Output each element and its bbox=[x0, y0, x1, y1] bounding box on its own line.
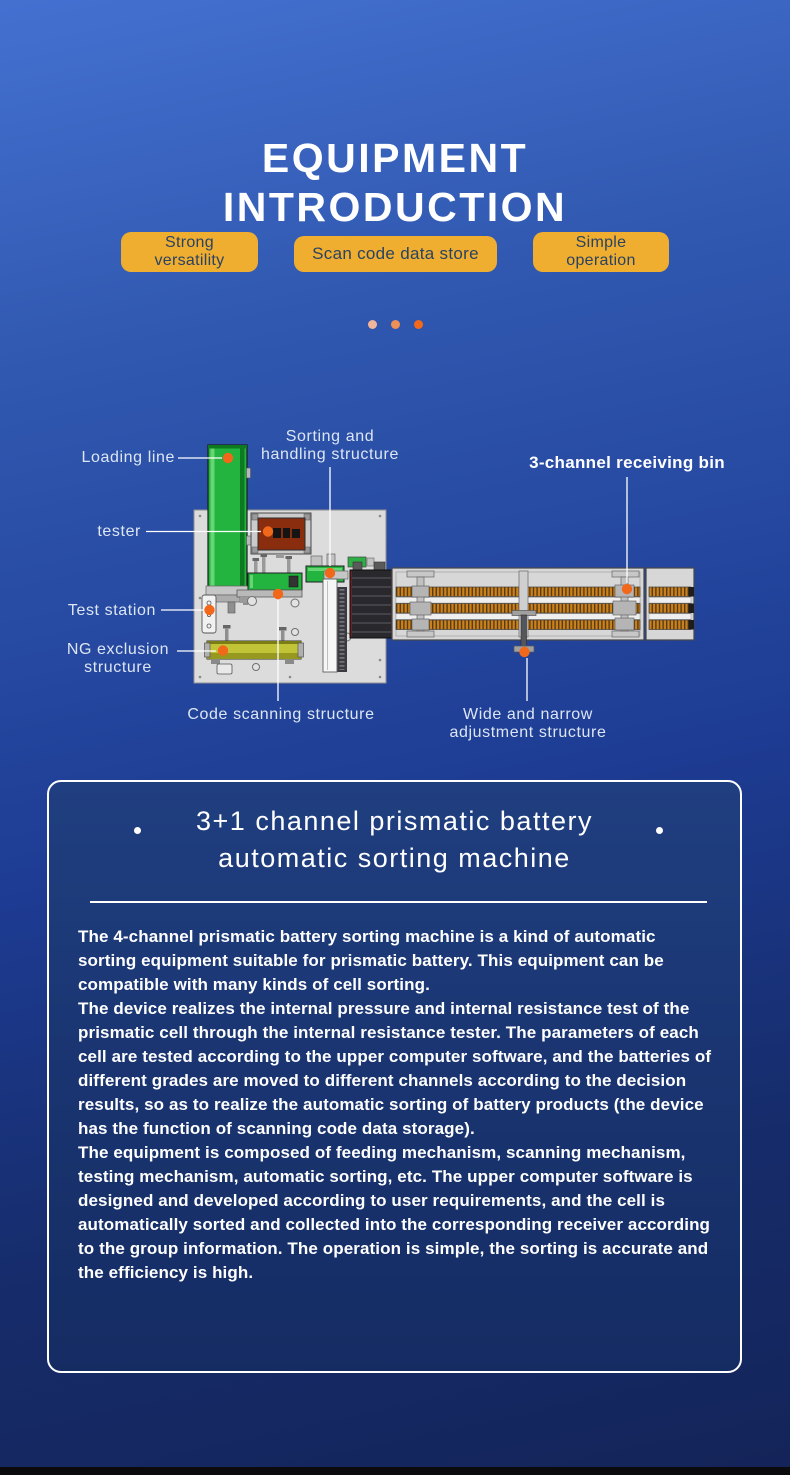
bottom-black-bar bbox=[0, 1467, 790, 1475]
label-tester: tester bbox=[35, 523, 141, 541]
machine-base-plate bbox=[193, 509, 387, 684]
pointer-dots bbox=[204, 452, 633, 658]
carousel-dot-3[interactable] bbox=[413, 320, 423, 329]
paragraph-testing-process: The device realizes the internal pressur… bbox=[78, 999, 712, 1138]
receiving-bin-pointer-dot bbox=[621, 583, 633, 595]
label-ng-exclusion-structure: NG exclusion structure bbox=[48, 641, 188, 676]
feature-button-label: operation bbox=[566, 252, 636, 269]
label-text: NG exclusion bbox=[66, 641, 170, 658]
label-code-scanning-structure: Code scanning structure bbox=[156, 706, 406, 724]
label-text: Test station bbox=[67, 602, 156, 619]
label-wide-narrow-adjustment: Wide and narrow adjustment structure bbox=[403, 706, 653, 741]
feature-button-label: Scan code data store bbox=[312, 243, 479, 263]
paragraph-composition: The equipment is composed of feeding mec… bbox=[78, 1143, 711, 1282]
card-title-line1: 3+1 channel prismatic battery bbox=[196, 806, 593, 836]
label-text: handling structure bbox=[261, 445, 399, 463]
label-sorting-handling-structure: Sorting and handling structure bbox=[230, 428, 430, 463]
receiving-bin-end bbox=[645, 567, 695, 641]
card-title: 3+1 channel prismatic battery automatic … bbox=[49, 803, 740, 877]
plate-details bbox=[216, 596, 352, 675]
test-station-pointer-dot bbox=[204, 604, 215, 616]
label-text: structure bbox=[84, 658, 152, 676]
carousel-dots bbox=[0, 320, 790, 329]
card-title-line2: automatic sorting machine bbox=[218, 843, 571, 873]
label-text: Code scanning structure bbox=[187, 706, 375, 723]
machine-illustration bbox=[146, 444, 695, 701]
paragraph-overview: The 4-channel prismatic battery sorting … bbox=[78, 927, 664, 994]
feature-button-simple-operation[interactable]: Simple operation bbox=[533, 232, 669, 272]
title-bullet-left bbox=[134, 827, 141, 834]
page-title: EQUIPMENT INTRODUCTION bbox=[0, 134, 790, 232]
ng-exclusion-bar bbox=[204, 625, 304, 664]
label-loading-line: Loading line bbox=[35, 449, 175, 467]
feature-button-label: Strong bbox=[165, 233, 214, 251]
loading-line-pointer-dot bbox=[222, 452, 234, 464]
scan-transfer-assembly bbox=[236, 554, 303, 603]
title-bullet-right bbox=[656, 827, 663, 834]
card-body-text: The 4-channel prismatic battery sorting … bbox=[78, 925, 717, 1285]
feature-button-label: versatility bbox=[154, 252, 225, 269]
label-3-channel-receiving-bin: 3-channel receiving bin bbox=[522, 454, 732, 472]
wide-narrow-pointer-dot bbox=[519, 646, 530, 658]
label-text: tester bbox=[97, 523, 141, 540]
code-scanning-pointer-dot bbox=[272, 588, 284, 600]
transfer-block bbox=[349, 561, 394, 639]
leader-lines bbox=[146, 457, 628, 701]
label-text: Sorting and bbox=[285, 428, 375, 445]
carousel-dot-1[interactable] bbox=[367, 320, 377, 329]
label-text: Loading line bbox=[81, 449, 175, 466]
tester-pointer-dot bbox=[262, 526, 274, 537]
page-title-line1: EQUIPMENT bbox=[261, 135, 529, 182]
label-test-station: Test station bbox=[35, 602, 156, 620]
sorting-pointer-dot bbox=[324, 567, 336, 579]
sorting-handling-box bbox=[305, 553, 375, 583]
page-title-line2: INTRODUCTION bbox=[222, 184, 568, 231]
label-text: Wide and narrow bbox=[463, 706, 593, 723]
title-divider bbox=[90, 901, 707, 903]
test-station-unit bbox=[201, 594, 217, 634]
width-adjustment-rod bbox=[511, 610, 537, 653]
code-scanning-rail bbox=[322, 570, 349, 673]
feature-button-scan-code-data-store[interactable]: Scan code data store bbox=[294, 236, 497, 272]
carousel-dot-2[interactable] bbox=[390, 320, 400, 329]
description-card: 3+1 channel prismatic battery automatic … bbox=[47, 780, 742, 1373]
label-text: adjustment structure bbox=[449, 723, 607, 741]
feature-button-strong-versatility[interactable]: Strong versatility bbox=[121, 232, 258, 272]
ng-pointer-dot bbox=[217, 645, 229, 656]
sorting-conveyor bbox=[391, 567, 645, 641]
label-text: 3-channel receiving bin bbox=[529, 453, 725, 472]
loading-line-conveyor bbox=[205, 444, 252, 614]
feature-button-label: Simple bbox=[575, 233, 627, 251]
tester-box bbox=[250, 512, 312, 558]
